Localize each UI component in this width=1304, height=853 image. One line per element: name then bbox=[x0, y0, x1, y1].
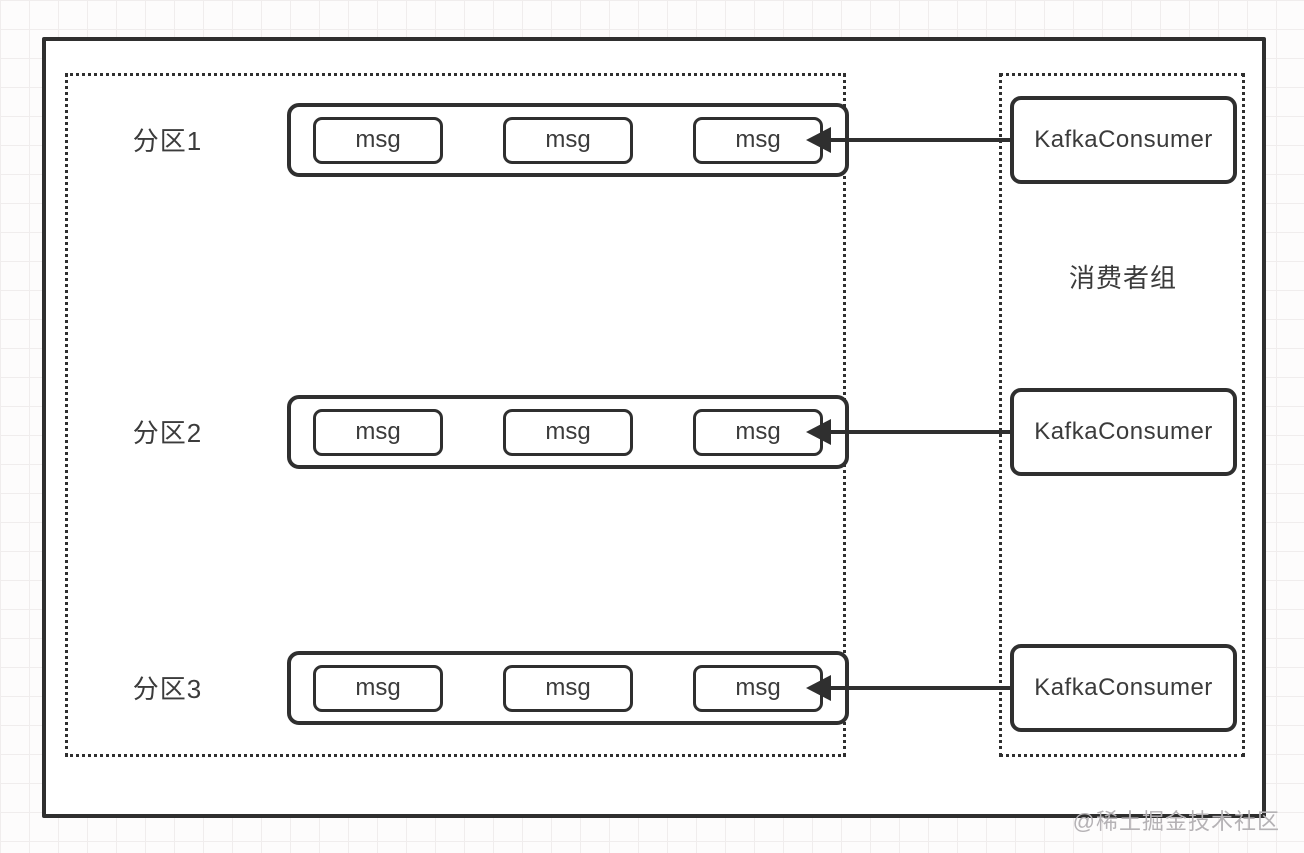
kafka-consumer-1-box: KafkaConsumer bbox=[1010, 96, 1237, 184]
message-box: msg bbox=[503, 116, 633, 164]
message-box: msg bbox=[693, 664, 823, 712]
consumer-group-box bbox=[999, 73, 1245, 757]
message-box: msg bbox=[503, 664, 633, 712]
arrow-line bbox=[828, 430, 1012, 434]
partition-1-label: 分区1 bbox=[132, 126, 203, 156]
partition-2-label: 分区2 bbox=[132, 418, 203, 448]
partition-1-row: msg msg msg bbox=[287, 103, 849, 177]
arrow-consumer2-to-partition2 bbox=[806, 418, 1012, 446]
arrow-line bbox=[828, 686, 1012, 690]
arrow-head-left-icon bbox=[806, 419, 831, 445]
arrow-head-left-icon bbox=[806, 127, 831, 153]
message-box: msg bbox=[313, 408, 443, 456]
arrow-head-left-icon bbox=[806, 675, 831, 701]
message-box: msg bbox=[313, 664, 443, 712]
message-box: msg bbox=[313, 116, 443, 164]
partition-2-row: msg msg msg bbox=[287, 395, 849, 469]
partition-3-label: 分区3 bbox=[132, 674, 203, 704]
message-box: msg bbox=[503, 408, 633, 456]
watermark: @稀土掘金技术社区 bbox=[1072, 809, 1280, 834]
arrow-consumer1-to-partition1 bbox=[806, 126, 1012, 154]
partition-3-row: msg msg msg bbox=[287, 651, 849, 725]
arrow-line bbox=[828, 138, 1012, 142]
message-box: msg bbox=[693, 408, 823, 456]
message-box: msg bbox=[693, 116, 823, 164]
arrow-consumer3-to-partition3 bbox=[806, 674, 1012, 702]
kafka-consumer-3-box: KafkaConsumer bbox=[1010, 644, 1237, 732]
consumer-group-label: 消费者组 bbox=[1068, 263, 1177, 293]
kafka-consumer-2-box: KafkaConsumer bbox=[1010, 388, 1237, 476]
